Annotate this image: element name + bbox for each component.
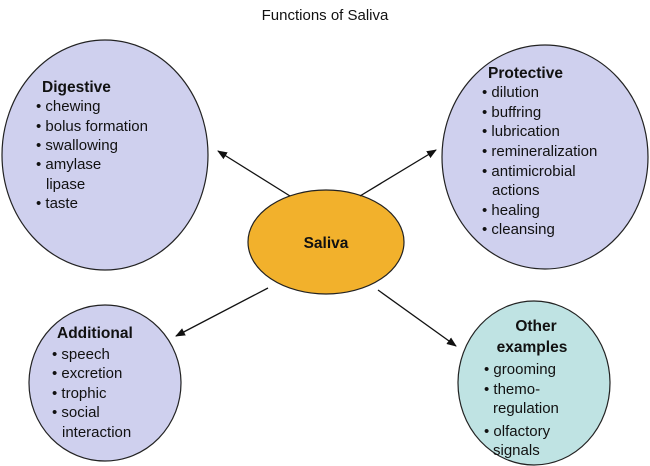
protective-title: Protective bbox=[488, 65, 563, 82]
list-item: • lubrication bbox=[482, 123, 560, 140]
diagram-title: Functions of Saliva bbox=[262, 7, 389, 24]
arrow-to-digestive bbox=[217, 150, 291, 197]
additional-node bbox=[28, 304, 182, 462]
list-item: actions bbox=[492, 182, 540, 199]
other-examples-text: Other examples • grooming • themo- regul… bbox=[484, 318, 567, 459]
list-item: • healing bbox=[482, 202, 540, 219]
list-item: regulation bbox=[493, 400, 559, 417]
list-item: • social bbox=[52, 404, 100, 421]
other-examples-node bbox=[457, 300, 611, 466]
arrow-to-other bbox=[377, 289, 457, 347]
list-item: interaction bbox=[62, 424, 131, 441]
list-item: • trophic bbox=[52, 385, 107, 402]
list-item: • swallowing bbox=[36, 137, 118, 154]
list-item: • antimicrobial bbox=[482, 163, 576, 180]
list-item: lipase bbox=[46, 176, 85, 193]
list-item: • themo- bbox=[484, 381, 540, 398]
additional-title: Additional bbox=[57, 325, 133, 342]
list-item: • dilution bbox=[482, 84, 539, 101]
list-item: • amylase bbox=[36, 156, 101, 173]
other-title-2: examples bbox=[497, 339, 568, 356]
list-item: • buffring bbox=[482, 104, 541, 121]
list-item: • speech bbox=[52, 346, 110, 363]
list-item: • cleansing bbox=[482, 221, 555, 238]
protective-node bbox=[441, 44, 649, 270]
list-item: • taste bbox=[36, 195, 78, 212]
list-item: • bolus formation bbox=[36, 118, 148, 135]
saliva-label: Saliva bbox=[304, 235, 349, 252]
list-item: • excretion bbox=[52, 365, 122, 382]
digestive-node bbox=[1, 39, 209, 271]
list-item: • remineralization bbox=[482, 143, 597, 160]
arrow-to-additional bbox=[175, 287, 269, 337]
other-title: Other bbox=[515, 318, 556, 335]
arrow-to-protective bbox=[359, 149, 437, 197]
digestive-title: Digestive bbox=[42, 79, 111, 96]
digestive-text: Digestive • chewing • bolus formation • … bbox=[36, 79, 148, 212]
protective-text: Protective • dilution • buffring • lubri… bbox=[482, 65, 597, 238]
list-item: • grooming bbox=[484, 361, 556, 378]
saliva-node bbox=[247, 189, 405, 295]
additional-text: Additional • speech • excretion • trophi… bbox=[52, 325, 133, 441]
list-item: • chewing bbox=[36, 98, 100, 115]
list-item: • olfactory bbox=[484, 423, 551, 440]
list-item: signals bbox=[493, 442, 540, 459]
